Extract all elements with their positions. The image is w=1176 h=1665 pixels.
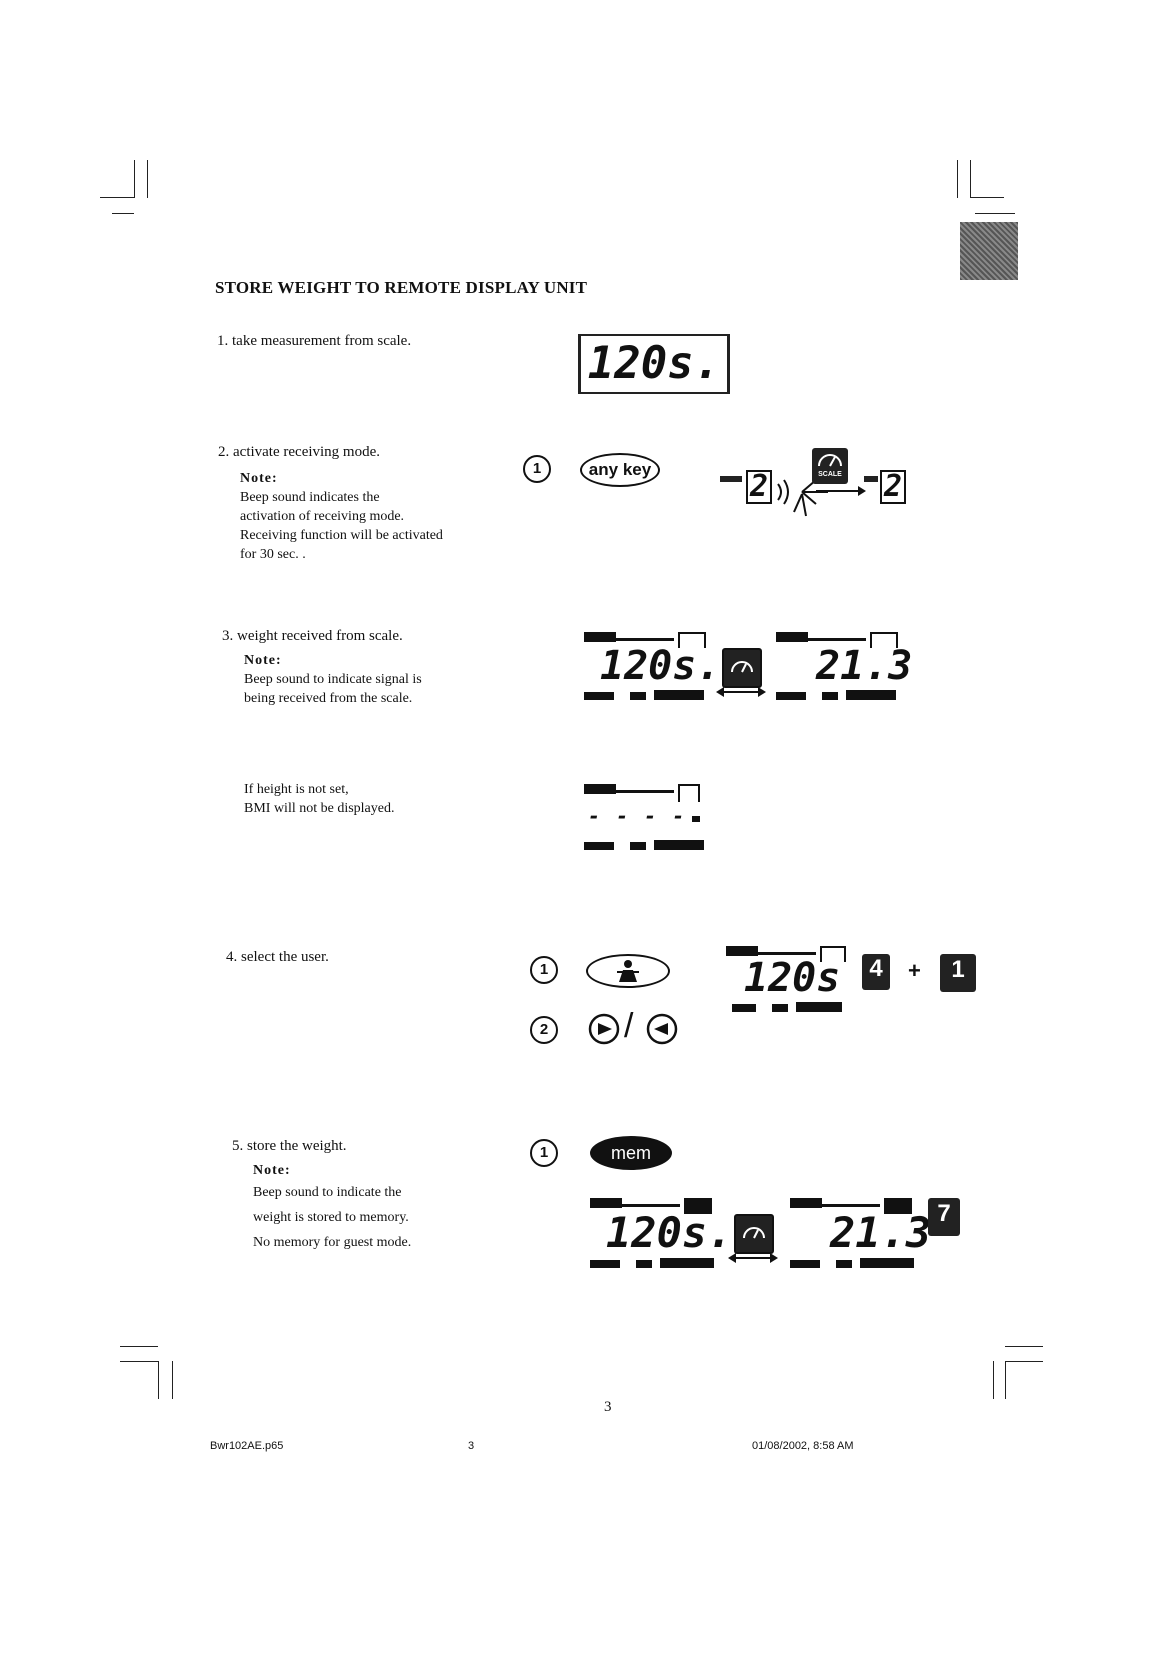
- step-4-label: 4. select the user.: [226, 949, 329, 965]
- scale-label: SCALE: [818, 471, 842, 478]
- step-marker-1: 1: [523, 455, 551, 483]
- scale-icon: SCALE: [812, 448, 848, 484]
- note-line: being received from the scale.: [244, 691, 413, 706]
- note-line: Beep sound to indicate the: [253, 1185, 402, 1200]
- user-number-badge: 4: [862, 954, 890, 990]
- step-marker-1: 1: [530, 956, 558, 984]
- receiving-digit-left: 2: [746, 470, 773, 504]
- step-5-note: Note: Beep sound to indicate the weight …: [253, 1161, 411, 1255]
- user-icon: [617, 960, 639, 982]
- note-line: If height is not set,: [244, 782, 349, 797]
- step-3-note: Note: Beep sound to indicate signal is b…: [244, 651, 422, 708]
- arrow-slash: /: [624, 1007, 634, 1045]
- step-3-label: 3. weight received from scale.: [222, 628, 403, 644]
- receiving-mode-graphic: 2 SCALE 2: [720, 448, 907, 528]
- lcd-store-weight-panel: 120s.: [590, 1196, 732, 1274]
- memory-number-badge: 1: [940, 954, 976, 992]
- arrow-keys-icon: [588, 1013, 678, 1045]
- step-2-note: Note: Beep sound indicates the activatio…: [240, 469, 443, 564]
- footer-page: 3: [468, 1440, 475, 1452]
- lcd-user-weight-panel: 120s: [726, 944, 850, 1018]
- lcd-bmi-panel: 21.3: [776, 630, 912, 704]
- note-line: activation of receiving mode.: [240, 509, 405, 524]
- mem-button[interactable]: mem: [590, 1136, 672, 1170]
- note-line: weight is stored to memory.: [253, 1210, 409, 1225]
- note-label: Note:: [240, 471, 278, 486]
- user-button[interactable]: [586, 954, 670, 988]
- lcd-dashes-value: - - - -: [588, 804, 687, 828]
- memory-slot-badge: 7: [928, 1198, 960, 1236]
- toggle-arrow-icon: [716, 687, 766, 697]
- footer-date: 01/08/2002, 8:58 AM: [752, 1440, 854, 1452]
- note-line: No memory for guest mode.: [253, 1235, 412, 1250]
- note-label: Note:: [244, 653, 282, 668]
- lcd-user-weight-value: 120s: [744, 955, 841, 1001]
- registration-block: [960, 222, 1018, 280]
- height-not-set-note: If height is not set, BMI will not be di…: [244, 780, 395, 818]
- note-line: Receiving function will be activated: [240, 528, 443, 543]
- step-5-label: 5. store the weight.: [232, 1138, 347, 1154]
- lcd-store-bmi-value: 21.3: [830, 1208, 932, 1257]
- lcd-bmi-value: 21.3: [816, 643, 913, 689]
- any-key-button[interactable]: any key: [580, 453, 660, 487]
- lcd-store-bmi-panel: 21.3: [790, 1196, 931, 1274]
- weight-display-large: 120s.: [578, 334, 730, 394]
- step-1-label: 1. take measurement from scale.: [217, 333, 412, 349]
- lcd-weight-panel: 120s.: [584, 630, 720, 704]
- note-label: Note:: [253, 1163, 291, 1178]
- scale-icon: [734, 1214, 774, 1254]
- lcd-no-bmi-panel: - - - -: [584, 782, 708, 856]
- lcd-weight-value: 120s.: [600, 643, 721, 689]
- note-line: for 30 sec. .: [240, 547, 306, 562]
- step-marker-1: 1: [530, 1139, 558, 1167]
- plus-sign: +: [908, 958, 921, 983]
- arrow-icon: [816, 486, 866, 496]
- step-2-label: 2. activate receiving mode.: [218, 444, 381, 460]
- note-line: BMI will not be displayed.: [244, 801, 395, 816]
- lcd-store-weight-value: 120s.: [606, 1208, 733, 1257]
- note-line: Beep sound indicates the: [240, 490, 380, 505]
- page-title: STORE WEIGHT TO REMOTE DISPLAY UNIT: [215, 278, 588, 297]
- footer-file-name: Bwr102AE.p65: [210, 1440, 284, 1452]
- toggle-arrow-icon: [728, 1253, 778, 1263]
- scale-icon: [722, 648, 762, 688]
- arrow-keys[interactable]: /: [588, 1007, 678, 1046]
- step-marker-2: 2: [530, 1016, 558, 1044]
- page-number: 3: [604, 1399, 612, 1415]
- receiving-digit-right: 2: [880, 470, 907, 504]
- note-line: Beep sound to indicate signal is: [244, 672, 422, 687]
